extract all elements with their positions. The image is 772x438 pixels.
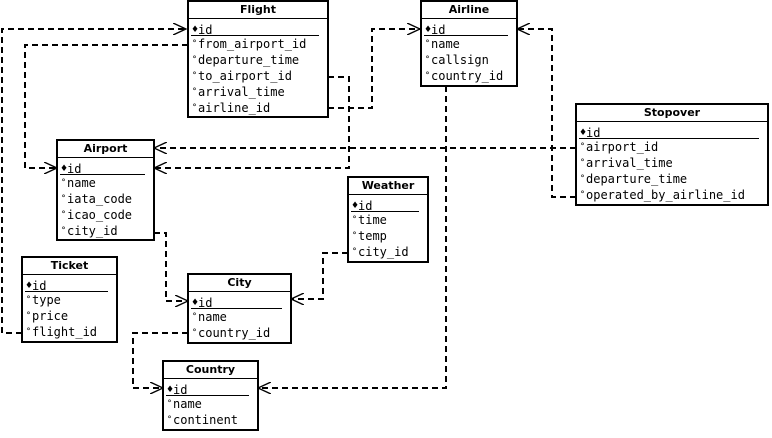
attr-field: °iata_code <box>61 192 133 206</box>
attribute-marker-icon: ° <box>352 231 357 241</box>
attr-primary-key: ♦id <box>579 126 601 140</box>
rel-stopover-airline <box>517 29 576 198</box>
attribute-marker-icon: ° <box>352 215 357 225</box>
entity-ticket[interactable]: Ticket ♦id °type °price °flight_id <box>21 256 118 343</box>
attr-primary-key: ♦id <box>424 23 446 37</box>
attr-field: °operated_by_airline_id <box>580 188 745 202</box>
attr-primary-key: ♦id <box>191 296 213 310</box>
attr-field: °to_airport_id <box>192 69 292 83</box>
attr-primary-key: ♦id <box>351 199 373 213</box>
entity-title: City <box>189 275 290 292</box>
attr-field: °icao_code <box>61 208 133 222</box>
entity-title: Country <box>164 362 257 379</box>
attr-primary-key: ♦id <box>25 279 47 293</box>
attr-field: °type <box>26 293 61 307</box>
attribute-marker-icon: ° <box>192 87 197 97</box>
attribute-marker-icon: ° <box>26 311 31 321</box>
attr-field: °time <box>352 213 387 227</box>
entity-city[interactable]: City ♦id °name °country_id <box>187 273 292 344</box>
attribute-marker-icon: ° <box>580 158 585 168</box>
entity-stopover[interactable]: Stopover ♦id °airport_id °arrival_time °… <box>575 103 769 206</box>
attr-field: °continent <box>167 413 239 427</box>
entity-title: Airport <box>58 141 153 158</box>
attr-field: °airline_id <box>192 101 271 115</box>
attr-field: °city_id <box>352 245 409 259</box>
key-marker-icon: ♦ <box>191 25 200 35</box>
attribute-marker-icon: ° <box>192 39 197 49</box>
attribute-marker-icon: ° <box>580 190 585 200</box>
key-marker-icon: ♦ <box>351 201 360 211</box>
attr-field: °departure_time <box>192 53 300 67</box>
rel-weather-city <box>291 252 348 299</box>
rel-airport-city <box>154 232 188 301</box>
attr-field: °callsign <box>425 53 489 67</box>
attribute-marker-icon: ° <box>192 71 197 81</box>
attribute-marker-icon: ° <box>192 103 197 113</box>
entity-title: Airline <box>422 2 516 19</box>
attr-primary-key: ♦id <box>166 383 188 397</box>
key-marker-icon: ♦ <box>60 164 69 174</box>
attr-field: °country_id <box>192 326 271 340</box>
attribute-marker-icon: ° <box>192 312 197 322</box>
attr-field: °name <box>61 176 96 190</box>
entity-title: Flight <box>189 2 327 19</box>
attr-primary-key: ♦id <box>191 23 213 37</box>
attr-field: °from_airport_id <box>192 37 307 51</box>
entity-title: Weather <box>349 178 427 195</box>
entity-country[interactable]: Country ♦id °name °continent <box>162 360 259 431</box>
attr-field: °price <box>26 309 69 323</box>
attr-field: °temp <box>352 229 387 243</box>
attribute-marker-icon: ° <box>352 247 357 257</box>
attribute-marker-icon: ° <box>425 71 430 81</box>
entity-weather[interactable]: Weather ♦id °time °temp °city_id <box>347 176 429 263</box>
attribute-marker-icon: ° <box>167 399 172 409</box>
attr-field: °flight_id <box>26 325 98 339</box>
rel-flight-airline <box>328 29 420 109</box>
entity-title: Ticket <box>23 258 116 275</box>
key-marker-icon: ♦ <box>579 128 588 138</box>
attribute-marker-icon: ° <box>61 194 66 204</box>
attr-field: °arrival_time <box>580 156 673 170</box>
entity-flight[interactable]: Flight ♦id °from_airport_id °departure_t… <box>187 0 329 118</box>
key-marker-icon: ♦ <box>166 385 175 395</box>
attribute-marker-icon: ° <box>192 328 197 338</box>
entity-title: Stopover <box>577 105 767 122</box>
entity-airport[interactable]: Airport ♦id °name °iata_code °icao_code … <box>56 139 155 241</box>
attr-field: °airport_id <box>580 140 659 154</box>
attr-field: °name <box>425 37 460 51</box>
key-marker-icon: ♦ <box>25 281 34 291</box>
attribute-marker-icon: ° <box>580 142 585 152</box>
attr-field: °departure_time <box>580 172 688 186</box>
key-marker-icon: ♦ <box>191 298 200 308</box>
attribute-marker-icon: ° <box>26 295 31 305</box>
key-marker-icon: ♦ <box>424 25 433 35</box>
attr-field: °city_id <box>61 224 118 238</box>
attribute-marker-icon: ° <box>192 55 197 65</box>
attr-primary-key: ♦id <box>60 162 82 176</box>
attribute-marker-icon: ° <box>61 226 66 236</box>
entity-airline[interactable]: Airline ♦id °name °callsign °country_id <box>420 0 518 87</box>
attribute-marker-icon: ° <box>61 178 66 188</box>
attribute-marker-icon: ° <box>425 39 430 49</box>
attr-field: °name <box>167 397 202 411</box>
attribute-marker-icon: ° <box>425 55 430 65</box>
attr-field: °name <box>192 310 227 324</box>
attribute-marker-icon: ° <box>26 327 31 337</box>
attr-field: °country_id <box>425 69 504 83</box>
attribute-marker-icon: ° <box>580 174 585 184</box>
attribute-marker-icon: ° <box>167 415 172 425</box>
attribute-marker-icon: ° <box>61 210 66 220</box>
attr-field: °arrival_time <box>192 85 285 99</box>
